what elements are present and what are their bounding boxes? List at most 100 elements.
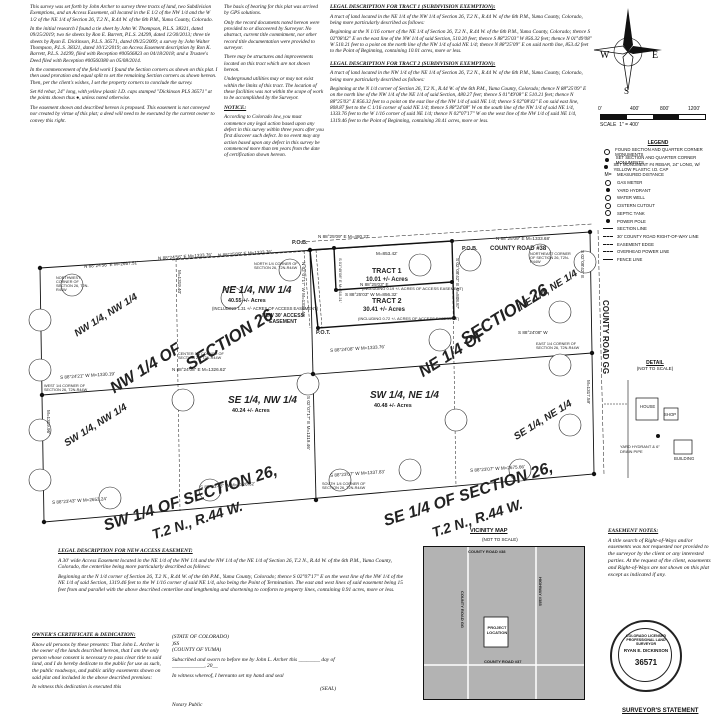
vicinity-road-37: COUNTY ROAD #37 xyxy=(484,659,522,664)
detail-hydrant: YARD HYDRANT & 6" DRAIN PIPE xyxy=(620,444,660,454)
notary-subscribed: Subscribed and sworn to before me by Joh… xyxy=(172,656,335,670)
row-line-icon xyxy=(603,235,613,237)
tract1-body: Beginning at the N 1/16 corner of the NE… xyxy=(330,29,592,55)
new-easement-label: NEW 30' ACCESS EASEMENT xyxy=(262,313,304,325)
ne-nw-label: NE 1/4, NW 1/4 xyxy=(222,285,292,296)
cistern-icon xyxy=(605,202,611,209)
overhead-power-icon xyxy=(603,251,613,253)
note-easement-proposed: The easement shown and described hereon … xyxy=(30,104,215,124)
seal-outer-text: COLORADO LICENSED PROFESSIONAL LAND SURV… xyxy=(625,634,667,646)
bearing-5: M=853.42' xyxy=(376,251,398,256)
notary-ss: )SS xyxy=(172,640,180,647)
vicinity-project: PROJECT LOCATION xyxy=(486,625,508,635)
detail-title: DETAIL xyxy=(646,360,664,366)
legend-row: WATER WELL xyxy=(602,194,714,202)
detail-building: BUILDING xyxy=(674,456,695,461)
tract1-description: LEGAL DESCRIPTION FOR TRACT 1 (SUBDIVISI… xyxy=(330,4,592,127)
tract2-acres: 30.41 +/- Acres xyxy=(363,307,405,313)
vicinity-road-38: COUNTY ROAD #38 xyxy=(468,549,506,554)
easement-desc-title: LEGAL DESCRIPTION FOR NEW ACCESS EASEMEN… xyxy=(58,548,193,554)
tract1-sub: (INCLUDING 0.19 +/- ACRES OF ACCESS EASE… xyxy=(362,286,464,291)
notary-state: (STATE OF COLORADO) xyxy=(172,634,229,640)
vicinity-note: (NOT TO SCALE) xyxy=(482,537,518,542)
pot-label: P.O.T. xyxy=(316,330,331,336)
tract2-title: LEGAL DESCRIPTION FOR TRACT 2 (SUBDIVISI… xyxy=(330,60,496,67)
scale-tick-400: 400' xyxy=(630,106,640,112)
note-structures: There may be structures and improvements… xyxy=(224,54,314,74)
detail-house: HOUSE xyxy=(640,404,656,409)
survey-notes: The basis of bearing for this plat was a… xyxy=(224,4,324,162)
tract1-acres: 10.01 +/- Acres xyxy=(366,277,408,283)
n-quarter-note: NORTH 1/4 CORNER OF SECTION 26, T2N-R44W xyxy=(254,262,298,270)
legend-row: SET MONUMENT #4 REBAR, 24" LONG, W/ YELL… xyxy=(602,162,714,172)
tract2-label: TRACT 2 xyxy=(372,298,402,305)
legend: LEGEND FOUND SECTION AND QUARTER CORNER … xyxy=(602,140,714,263)
legend-row: POWER POLE xyxy=(602,217,714,225)
bearing-v8: S 02°08'42" E xyxy=(580,250,585,279)
pob-label-1: P.O.B. xyxy=(292,240,308,246)
detail-note: (NOT TO SCALE) xyxy=(636,366,674,371)
legend-row: OVERHEAD POWER LINE xyxy=(602,248,714,256)
notary-block: (STATE OF COLORADO) )SS (COUNTY OF YUMA)… xyxy=(172,634,336,712)
general-notes: This survey was set forth by John Archer… xyxy=(30,4,218,127)
owner-certificate: OWNER'S CERTIFICATE & DEDICATION: Know a… xyxy=(32,632,164,694)
ne-nw-sub: (INCLUDING 1.31 +/- ACRES OF ACCESS EASE… xyxy=(212,306,318,311)
yard-hydrant-icon xyxy=(606,188,610,193)
easement-notes-text: A title search of Right-of-Ways and/or e… xyxy=(608,537,711,578)
sw-ne-label: SW 1/4, NE 1/4 xyxy=(370,390,439,401)
bearing-6: N 88°25'09" E M=1333.68' xyxy=(496,236,550,241)
sw-ne-acres: 40.48 +/- Acres xyxy=(374,403,412,409)
bearing-v5: M=1319.96' xyxy=(46,410,51,434)
legend-row: EASEMENT EDGE xyxy=(602,240,714,248)
county-road-38: COUNTY ROAD #38 xyxy=(490,246,547,252)
fence-line-icon xyxy=(603,258,613,260)
detail-inset: DETAIL (NOT TO SCALE) HOUSE SHOP YARD HY… xyxy=(600,360,710,480)
county-road-gg: COUNTY ROAD GG xyxy=(601,300,610,375)
tract2-intro: A tract of land located in the NW 1/4 of… xyxy=(330,70,583,83)
ne-corner-note: NORTHEAST CORNER OF SECTION 26, T2N-R44W xyxy=(530,252,571,264)
scale-tick-0: 0' xyxy=(598,106,602,112)
center-note: CENTER 1/4 CORNER OF SECTION 26, T2N-R44… xyxy=(178,352,224,360)
power-pole-icon xyxy=(606,219,610,224)
pob-label-2: P.O.B. xyxy=(462,246,478,252)
legend-title: LEGEND xyxy=(647,140,669,146)
legend-row: YARD HYDRANT xyxy=(602,186,714,194)
scale-tick-800: 800' xyxy=(660,106,670,112)
scale-tick-1200: 1200' xyxy=(688,106,701,112)
tract1-intro: A tract of land located in the NE 1/4 of… xyxy=(330,13,583,26)
bearing-4: N 88°25'09" E M=480.27' xyxy=(318,234,370,239)
nw-corner-note: NORTHWEST CORNER OF SECTION 26, T2N-R44W xyxy=(56,276,89,292)
notary-county: (COUNTY OF YUMA) xyxy=(172,647,222,654)
vicinity-map: COUNTY ROAD GG COUNTY ROAD #38 COUNTY RO… xyxy=(423,546,585,700)
bearing-10: S 88°24'08" W xyxy=(518,330,548,335)
surveyor-seal: COLORADO LICENSED PROFESSIONAL LAND SURV… xyxy=(610,620,682,692)
surveyor-statement: SURVEYOR'S STATEMENT xyxy=(622,708,699,714)
legend-row: M=MEASURED DISTANCE xyxy=(604,171,664,178)
note-research: In the initial research I found a tie sh… xyxy=(30,26,211,64)
seal-name: RYAN E. DICKINSON xyxy=(623,648,669,653)
legend-row: GAS METER xyxy=(602,179,714,187)
scale-label: SCALE xyxy=(600,122,617,128)
scale-bar: 0' 400' 800' 1200' SCALE 1" = 400' xyxy=(598,106,710,130)
compass-e: E xyxy=(652,50,658,61)
note-survey-purpose: This survey was set forth by John Archer… xyxy=(30,4,213,23)
found-monument-icon xyxy=(604,148,611,155)
w-quarter-note: WEST 1/4 CORNER OF SECTION 26, T2N-R44W xyxy=(44,384,88,392)
set-monument-icon xyxy=(605,157,610,162)
section-line-icon xyxy=(603,228,613,230)
rebar-icon xyxy=(604,165,609,170)
legend-row: FOUND SECTION AND QUARTER CORNER MONUMEN… xyxy=(602,147,714,157)
bearing-v2: S 01°49'08" E M=510.21' xyxy=(338,258,343,303)
bearing-v1: N 02°07'17" W M=1319.46' xyxy=(301,262,306,318)
ne-nw-acres: 40.55 +/- Acres xyxy=(228,298,266,304)
notice-text: According to Colorado law, you must comm… xyxy=(224,114,324,159)
e-quarter-note: EAST 1/4 CORNER OF SECTION 26, T2N-R44W xyxy=(536,342,580,350)
easement-notes-title: EASEMENT NOTES: xyxy=(608,528,659,534)
legend-row: SECTION LINE xyxy=(602,225,714,233)
owner-executed: In witness this dedication is executed t… xyxy=(32,684,122,691)
bearing-7: S 88°25'03" W M=856.32' xyxy=(345,292,398,297)
detail-shop: SHOP xyxy=(664,412,677,417)
easement-desc-body: Beginning at the N 1/4 corner of Section… xyxy=(58,573,404,593)
vicinity-title: VICINITY MAP xyxy=(470,528,508,534)
notary-seal: (SEAL) xyxy=(320,685,336,692)
